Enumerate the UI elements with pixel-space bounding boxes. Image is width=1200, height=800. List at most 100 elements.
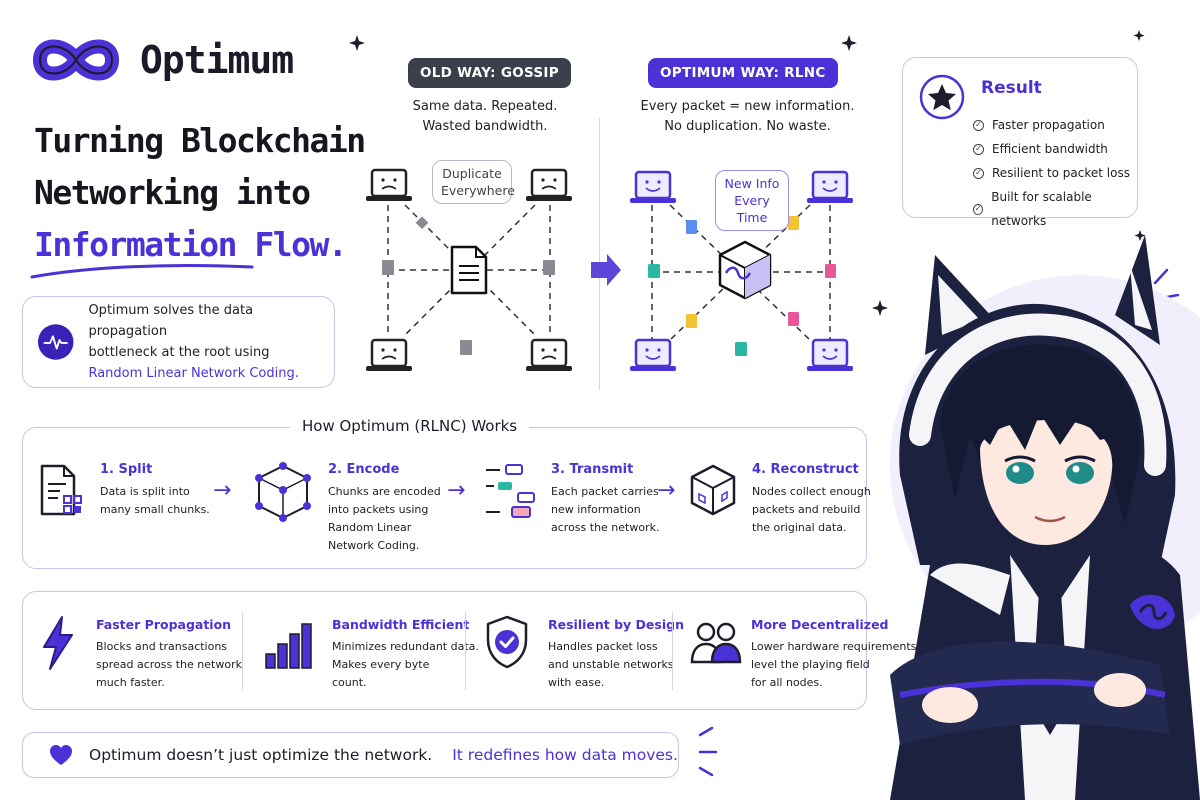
footer-text: Optimum doesn’t just optimize the networ… [89, 746, 433, 764]
sad-laptop-icon [366, 338, 412, 371]
new-way-sub-1: Every packet = new information. [640, 99, 855, 114]
rlnc-cube-icon [718, 240, 772, 300]
step-desc-line: Chunks are encoded [328, 485, 441, 498]
duplicate-bubble: Duplicate Everywhere [432, 160, 515, 204]
sad-laptop-icon [526, 338, 572, 371]
benefit-title: More Decentralized [751, 617, 889, 632]
benefit-desc-line: Minimizes redundant data. [332, 640, 479, 653]
step-desc-line: Nodes collect enough [752, 485, 871, 498]
step-encode: 2. Encode Chunks are encoded into packet… [328, 462, 441, 555]
intro-line-3: Random Linear Network Coding. [88, 366, 299, 381]
benefit-description: Lower hardware requirements level the pl… [751, 638, 916, 692]
result-item-label: Faster propagation [992, 118, 1105, 132]
mascot-illustration [890, 235, 1200, 800]
document-icon [450, 245, 488, 295]
benefit-title: Faster Propagation [96, 617, 232, 632]
cube-icon [690, 464, 736, 516]
benefit-desc-line: for all nodes. [751, 676, 823, 689]
result-item-label: Built for scalable networks [991, 190, 1092, 228]
benefit-desc-line: with ease. [548, 676, 605, 689]
result-item-label: Resilient to packet loss [992, 166, 1130, 180]
benefit-desc-line: level the playing field [751, 658, 870, 671]
benefit-separator [465, 612, 466, 690]
headline-underline [30, 263, 254, 279]
benefit-title: Bandwidth Efficient [332, 617, 470, 632]
step-desc-line: many small chunks. [100, 503, 210, 516]
benefit-desc-line: much faster. [96, 676, 165, 689]
check-icon: ✓ [973, 203, 984, 215]
benefit-desc-line: count. [332, 676, 367, 689]
result-item: ✓ Built for scalable networks [973, 185, 1137, 233]
benefit-bandwidth: Bandwidth Efficient Minimizes redundant … [332, 617, 479, 692]
divider [599, 118, 600, 390]
step-desc-line: the original data. [752, 521, 847, 534]
step-description: Chunks are encoded into packets using Ra… [328, 483, 441, 555]
old-way-subtitle: Same data. Repeated. Wasted bandwidth. [395, 97, 575, 137]
intro-line-2: bottleneck at the root using [88, 345, 270, 360]
benefit-separator [242, 612, 243, 690]
benefit-decentralized: More Decentralized Lower hardware requir… [751, 617, 916, 692]
new-bubble-line-1: New Info [724, 176, 780, 191]
arrow-right-icon: → [213, 478, 232, 503]
network-cube-icon [255, 462, 311, 522]
old-bubble-line-2: Everywhere [441, 183, 515, 198]
old-way-label: OLD WAY: GOSSIP [408, 58, 571, 88]
step-transmit: 3. Transmit Each packet carries new info… [551, 462, 659, 537]
happy-laptop-icon [630, 170, 676, 203]
benefit-resilient: Resilient by Design Handles packet loss … [548, 617, 684, 692]
lightning-icon [43, 616, 73, 670]
star-badge-icon [919, 74, 965, 120]
benefit-desc-line: Handles packet loss [548, 640, 658, 653]
benefit-desc-line: Makes every byte [332, 658, 430, 671]
headline: Turning Blockchain Networking into Infor… [34, 115, 374, 271]
infinity-icon [33, 39, 119, 81]
how-it-works-title: How Optimum (RLNC) Works [290, 417, 530, 435]
step-desc-line: Random Linear [328, 521, 412, 534]
gossip-diagram [366, 168, 572, 371]
packets-icon [486, 464, 535, 518]
new-way-sub-2: No duplication. No waste. [664, 119, 831, 134]
arrow-right-icon [591, 254, 621, 286]
benefit-desc-line: Lower hardware requirements [751, 640, 917, 653]
result-item-label: Efficient bandwidth [992, 142, 1108, 156]
result-item: ✓Resilient to packet loss [973, 161, 1137, 185]
benefit-faster: Faster Propagation Blocks and transactio… [96, 617, 242, 692]
old-way-sub-1: Same data. Repeated. [412, 99, 558, 114]
step-description: Data is split into many small chunks. [100, 483, 210, 519]
pulse-icon [37, 324, 74, 360]
step-title: 3. Transmit [551, 462, 634, 477]
check-icon: ✓ [973, 119, 984, 131]
result-title: Result [981, 78, 1042, 98]
bar-chart-icon [265, 623, 312, 669]
brand-name: Optimum [140, 38, 294, 82]
users-icon [690, 622, 742, 664]
step-desc-line: Data is split into [100, 485, 190, 498]
result-item: ✓ Faster propagation [973, 113, 1137, 137]
step-desc-line: packets and rebuild [752, 503, 861, 516]
result-item: ✓ Efficient bandwidth [973, 137, 1137, 161]
sad-laptop-icon [526, 168, 572, 201]
step-split: 1. Split Data is split into many small c… [100, 462, 210, 519]
footer-banner: Optimum doesn’t just optimize the networ… [22, 732, 679, 778]
footer-highlight: It redefines how data moves. [452, 746, 678, 764]
step-desc-line: into packets using [328, 503, 429, 516]
new-way-label: OPTIMUM WAY: RLNC [648, 58, 838, 88]
benefit-desc-line: Blocks and transactions [96, 640, 228, 653]
step-title: 2. Encode [328, 462, 400, 477]
benefit-title: Resilient by Design [548, 617, 684, 632]
brand: Optimum [30, 25, 350, 95]
happy-laptop-icon [630, 338, 676, 371]
new-way-subtitle: Every packet = new information. No dupli… [625, 97, 870, 137]
new-info-bubble: New Info Every Time [715, 170, 789, 231]
headline-line-3: Information Flow. [34, 225, 348, 264]
step-title: 1. Split [100, 462, 153, 477]
old-way-sub-2: Wasted bandwidth. [422, 119, 548, 134]
benefit-desc-line: and unstable networks [548, 658, 674, 671]
shield-check-icon [486, 615, 528, 669]
result-list: ✓ Faster propagation ✓ Efficient bandwidth… [973, 113, 1137, 233]
result-card: Result ✓ Faster propagation ✓ Efficient ba… [902, 57, 1138, 228]
benefit-description: Blocks and transactions spread across th… [96, 638, 242, 692]
check-icon: ✓ [973, 143, 984, 155]
benefit-description: Handles packet loss and unstable network… [548, 638, 684, 692]
